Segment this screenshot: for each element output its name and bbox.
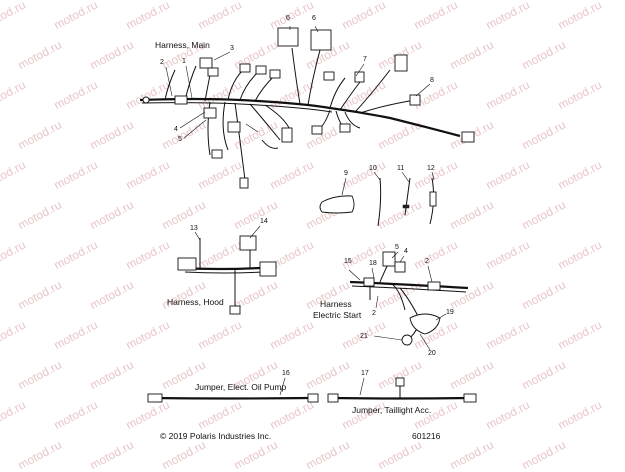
taillight-jumper-label: Jumper, Taillight Acc. bbox=[352, 405, 432, 415]
callout-10: 10 bbox=[369, 165, 377, 172]
callout-9: 9 bbox=[344, 170, 348, 177]
callout-14: 14 bbox=[260, 218, 268, 225]
callout-6-right: 6 bbox=[312, 15, 316, 22]
oil-pump-jumper-label: Jumper, Elect. Oil Pump bbox=[195, 382, 287, 392]
callout-13: 13 bbox=[190, 225, 198, 232]
callout-2-main: 2 bbox=[160, 59, 164, 66]
callout-7: 7 bbox=[363, 56, 367, 63]
callout-15: 15 bbox=[344, 258, 352, 265]
electric-start-harness-drawing bbox=[348, 251, 469, 351]
diagram-number: 601216 bbox=[412, 431, 441, 441]
callout-3: 3 bbox=[230, 45, 234, 52]
item-9-drawing bbox=[319, 177, 355, 214]
callout-6-left: 6 bbox=[286, 15, 290, 22]
callout-8: 8 bbox=[430, 77, 434, 84]
harness-electric-start-label-line1: Harness bbox=[320, 299, 352, 309]
main-harness-drawing bbox=[139, 27, 475, 189]
callout-5-main: 5 bbox=[178, 136, 182, 143]
harness-electric-start-label-line2: Electric Start bbox=[313, 310, 362, 320]
harness-main-label: Harness, Main bbox=[155, 40, 210, 50]
callout-18: 18 bbox=[369, 260, 377, 267]
callout-19: 19 bbox=[446, 309, 454, 316]
oil-pump-jumper-drawing bbox=[147, 377, 319, 403]
harness-hood-label: Harness, Hood bbox=[167, 297, 224, 307]
callout-2-electric-start-right: 2 bbox=[425, 258, 429, 265]
callout-4-main: 4 bbox=[174, 126, 178, 133]
callout-16: 16 bbox=[282, 370, 290, 377]
callout-12: 12 bbox=[427, 165, 435, 172]
hood-harness-drawing bbox=[177, 225, 277, 315]
copyright-notice: © 2019 Polaris Industries Inc. bbox=[160, 431, 272, 441]
callout-4-electric-start: 4 bbox=[404, 248, 408, 255]
taillight-jumper-drawing bbox=[327, 377, 477, 403]
callout-20: 20 bbox=[428, 350, 436, 357]
callout-5-electric-start: 5 bbox=[395, 244, 399, 251]
callout-2-electric-start: 2 bbox=[372, 310, 376, 317]
callout-21: 21 bbox=[360, 333, 368, 340]
callout-17: 17 bbox=[361, 370, 369, 377]
callout-1: 1 bbox=[182, 58, 186, 65]
callout-11: 11 bbox=[397, 165, 405, 172]
